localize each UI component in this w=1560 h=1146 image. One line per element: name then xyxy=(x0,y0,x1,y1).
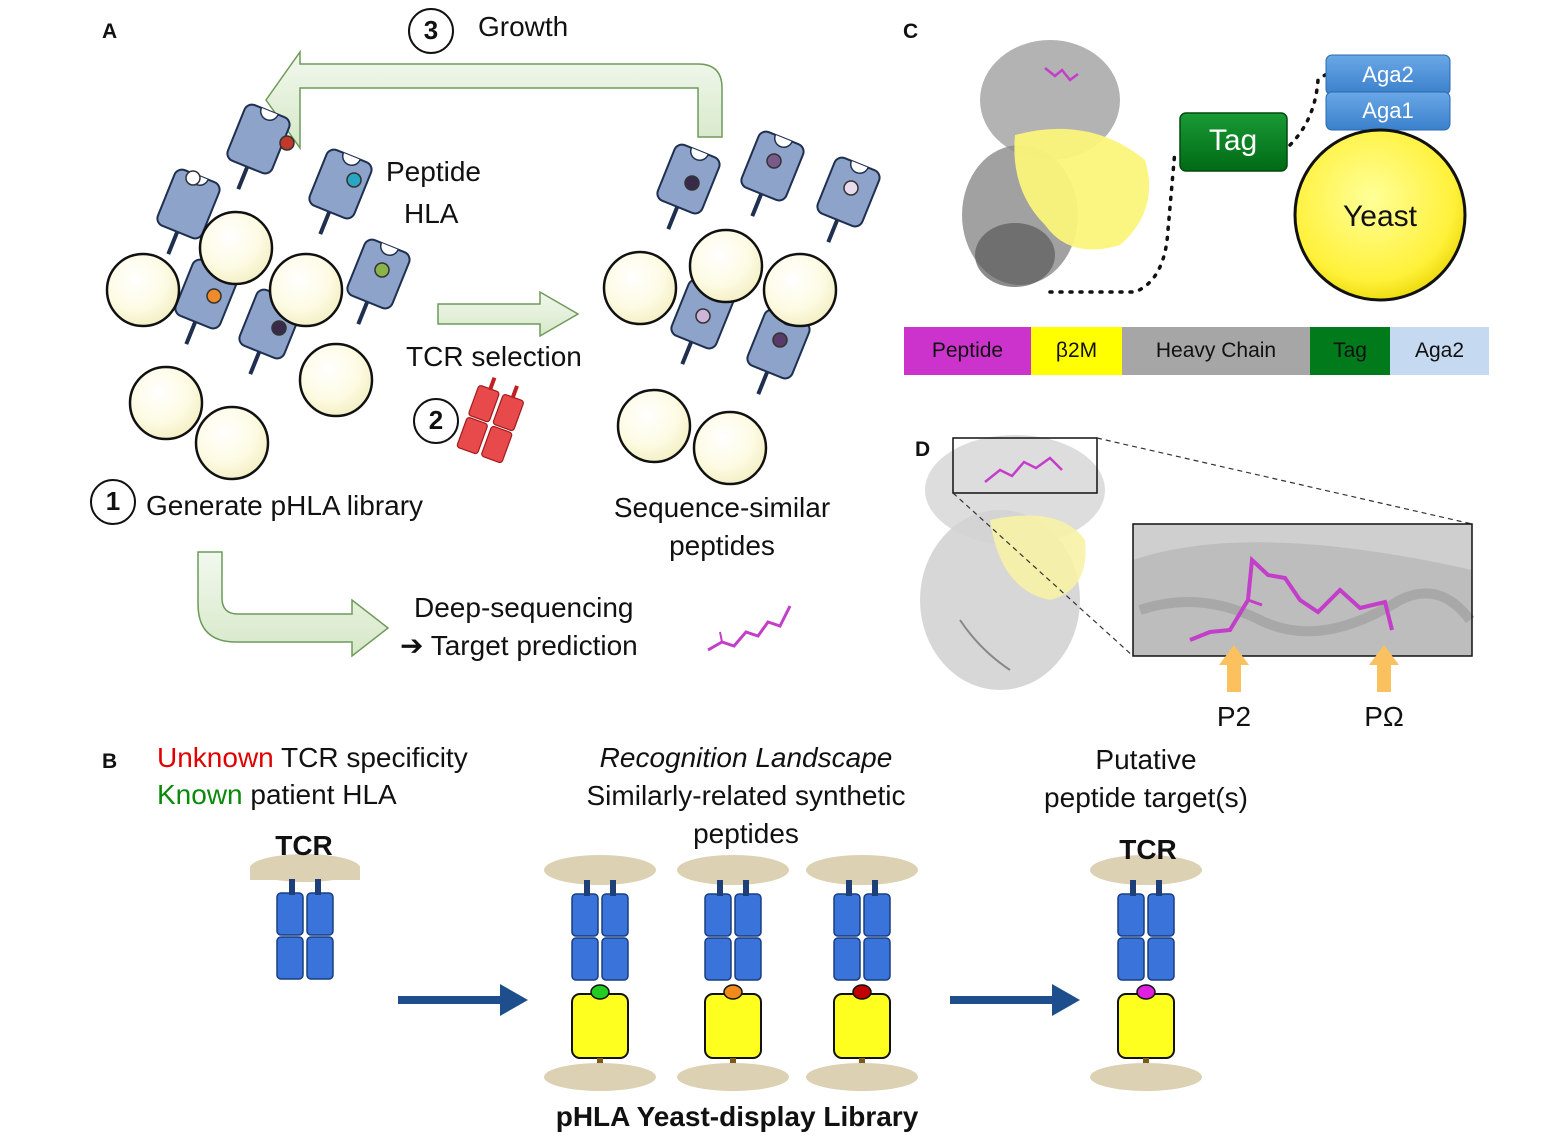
tcr-selection-label: TCR selection xyxy=(406,341,582,372)
tag-box xyxy=(1179,112,1288,172)
library-column-3 xyxy=(806,855,918,1091)
putative-line2: peptide target(s) xyxy=(1044,782,1248,813)
phla-structure-d xyxy=(920,435,1105,690)
p2-label: P2 xyxy=(1216,701,1252,732)
tcr-right-label: TCR xyxy=(1119,834,1177,865)
unknown-word: Unknown xyxy=(157,742,274,773)
phla-structure-c xyxy=(962,40,1150,287)
landscape-title: Recognition Landscape xyxy=(599,742,893,773)
arrow-b-2 xyxy=(950,984,1080,1016)
step-3-circle xyxy=(408,8,454,54)
library-column-2 xyxy=(677,855,789,1091)
step-1-circle xyxy=(90,479,136,525)
bar-segment-tag: Tag xyxy=(1310,327,1390,375)
tcr-red-icon xyxy=(456,376,524,464)
generate-library-label: Generate pHLA library xyxy=(146,490,424,521)
known-word: Known xyxy=(157,779,243,810)
panel-letter-d: D xyxy=(915,438,931,461)
library-column-1 xyxy=(544,855,656,1091)
sequence-similar-label: Sequence-similar xyxy=(613,492,831,523)
bar-segment-heavy-chain: Heavy Chain xyxy=(1122,327,1310,375)
yeast-cell xyxy=(1293,128,1467,302)
deep-seq-arrow xyxy=(197,551,390,658)
peptide-label: Peptide xyxy=(386,156,481,187)
hla-label: HLA xyxy=(404,198,459,229)
known-rest: patient HLA xyxy=(242,779,397,810)
deep-sequencing-label: Deep-sequencing xyxy=(414,592,634,623)
target-prediction-label: ➔ Target prediction xyxy=(400,630,638,661)
growth-label: Growth xyxy=(478,11,569,42)
aga1-label: Aga1 xyxy=(1362,98,1414,123)
library-cells-left xyxy=(105,100,414,481)
zoom-source-box xyxy=(952,437,1098,494)
library-label: pHLA Yeast-display Library xyxy=(555,1101,919,1132)
pomega-label: PΩ xyxy=(1364,701,1404,732)
selection-arrow xyxy=(437,290,580,338)
aga2-label: Aga2 xyxy=(1362,62,1414,87)
landscape-line2: Similarly-related synthetic xyxy=(586,780,906,811)
tag-label: Tag xyxy=(1208,124,1258,157)
panel-letter-b: B xyxy=(102,750,118,773)
tcr-left-label: TCR xyxy=(275,830,333,861)
step-2-circle xyxy=(413,398,459,444)
p2-marker-arrow xyxy=(1219,645,1249,692)
putative-column xyxy=(1090,855,1202,1091)
panel-letter-c: C xyxy=(903,20,919,43)
tcr-left-icon xyxy=(276,878,334,980)
known-hla-line: Known patient HLA xyxy=(157,779,397,811)
peptide-stick-small xyxy=(707,605,792,652)
landscape-line3: peptides xyxy=(693,818,799,849)
zoom-inset xyxy=(1132,523,1474,657)
arrow-b-1 xyxy=(398,984,528,1016)
unknown-rest: TCR specificity xyxy=(273,742,468,773)
peptides-label: peptides xyxy=(669,530,775,561)
bar-segment-peptide: Peptide xyxy=(904,327,1031,375)
unknown-tcr-line: Unknown TCR specificity xyxy=(157,742,468,774)
bar-segment-b2m: β2M xyxy=(1031,327,1122,375)
selected-cells-right xyxy=(602,127,884,486)
pomega-marker-arrow xyxy=(1369,645,1399,692)
growth-arrow xyxy=(265,49,723,151)
panel-letter-a: A xyxy=(102,20,118,43)
yeast-label: Yeast xyxy=(1343,200,1417,233)
bar-segment-aga2: Aga2 xyxy=(1390,327,1489,375)
putative-line1: Putative xyxy=(1095,744,1197,775)
